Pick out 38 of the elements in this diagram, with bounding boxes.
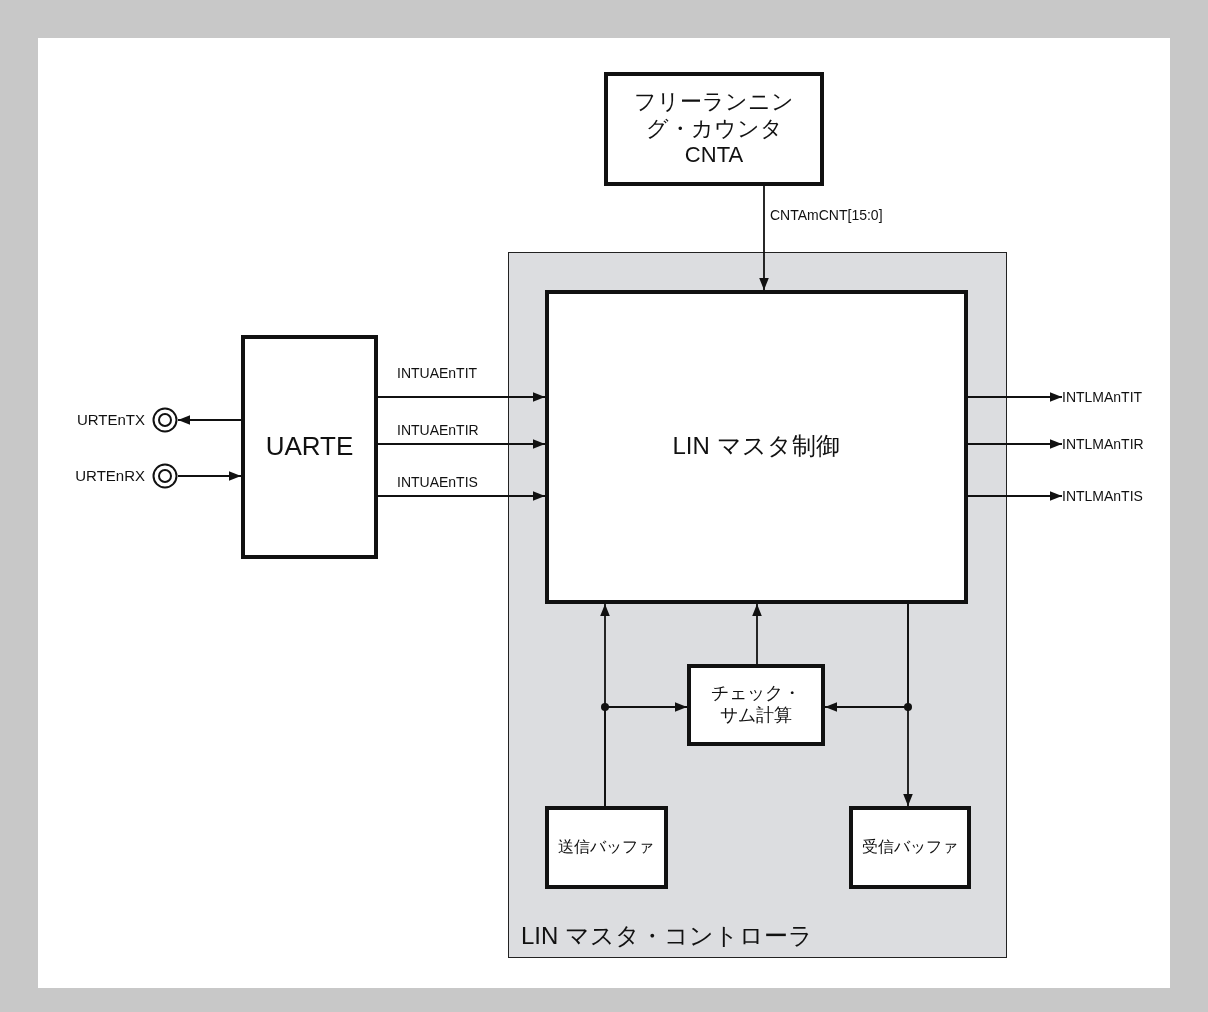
block-box: [604, 72, 824, 186]
block-label: CNTA: [683, 142, 745, 169]
arrow: [604, 702, 688, 807]
region-title: LIN マスタ・コントローラ: [521, 922, 813, 951]
pin-label: URTEnRX: [75, 467, 145, 484]
pin-terminal-icon: [152, 407, 178, 433]
block-box: [848, 805, 971, 889]
signal-label: INTLMAnTIS: [1062, 487, 1172, 505]
pin-label: URTEnTX: [76, 411, 145, 428]
controller-region: [508, 252, 1007, 958]
arrow: [377, 439, 546, 449]
block-box: [241, 335, 378, 559]
arrow: [967, 439, 1063, 449]
signal-label: INTUAEnTIS: [397, 474, 478, 490]
signal-label: INTUAEnTIR: [397, 422, 479, 438]
arrow: [377, 392, 546, 402]
block-box: [544, 805, 668, 889]
block-label: フリーランニング・カウンタ: [633, 89, 795, 143]
signal-label: INTUAEnTIT: [397, 365, 478, 381]
block-label: 受信バッファ: [860, 837, 959, 857]
arrow: [824, 603, 909, 712]
arrow: [177, 415, 242, 425]
block-label: チェック・サム計算: [709, 682, 802, 727]
signal-label: INTLMAnTIR: [1062, 435, 1172, 453]
arrow: [967, 392, 1063, 402]
block-label: LIN マスタ制御: [671, 432, 841, 461]
block-label: 送信バッファ: [557, 837, 655, 857]
signal-label: INTLMAnTIT: [1062, 388, 1172, 406]
pin-terminal-icon: [152, 463, 178, 489]
block-box: [544, 289, 968, 604]
signal-label: CNTAmCNT[15:0]: [770, 207, 883, 223]
block-label: UARTE: [264, 431, 355, 463]
arrow: [377, 491, 546, 501]
arrow: [752, 603, 762, 665]
block-box: [686, 663, 825, 746]
arrow: [177, 471, 242, 481]
arrow: [759, 185, 769, 291]
arrow: [967, 491, 1063, 501]
